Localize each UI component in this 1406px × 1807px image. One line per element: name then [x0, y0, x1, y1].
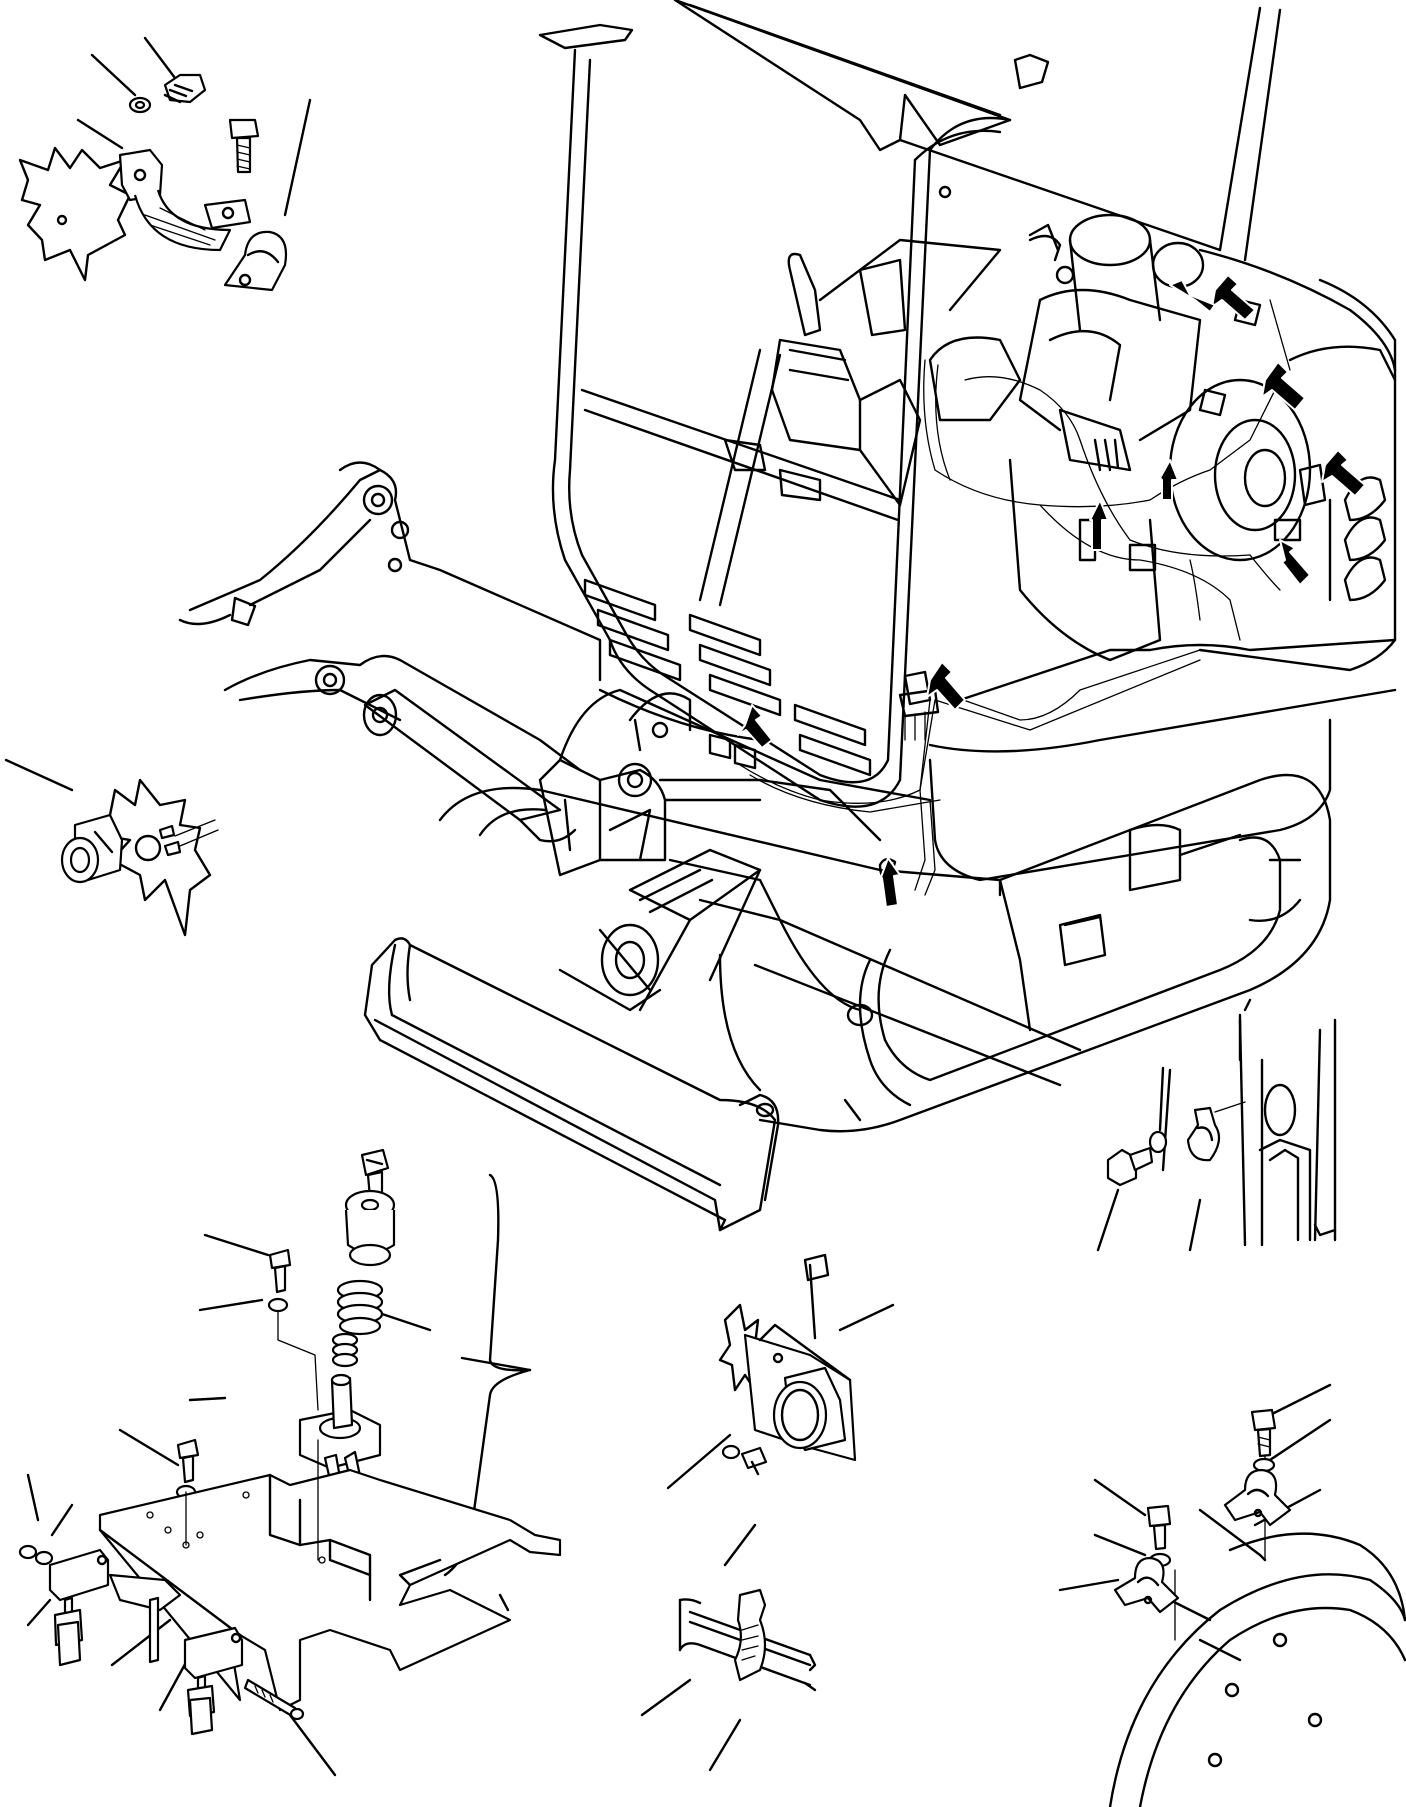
upper-structure [558, 248, 1397, 882]
switch-callout [4, 758, 219, 937]
horn-icon [743, 1323, 857, 1462]
solid-arrow-icon [1211, 274, 1256, 321]
washer-icon [128, 96, 152, 114]
switch-icon [60, 813, 124, 884]
spring-icon [331, 1279, 384, 1368]
ground-strap-callout [18, 36, 312, 292]
engine-assembly [928, 213, 1312, 662]
solid-arrow-icon [1159, 459, 1179, 501]
clamp-icon [1186, 1106, 1221, 1162]
horn-callout [666, 1253, 895, 1567]
solid-arrow-icon [1169, 279, 1216, 313]
bolt-icon [163, 73, 207, 104]
undercarriage [438, 773, 1332, 1133]
bolt-icon [1106, 1146, 1154, 1187]
clamp-icon [1113, 1556, 1180, 1614]
ground-strap-icon [118, 148, 252, 252]
blade-cylinder [558, 848, 762, 1012]
solid-arrow-icon [926, 661, 966, 711]
solid-arrow-icon [879, 857, 901, 908]
clamp-icon [223, 230, 288, 292]
boom-arm [178, 461, 602, 843]
canopy-frame [538, 0, 1282, 808]
swing-bracket [538, 692, 882, 877]
harness-connectors [708, 298, 1327, 882]
cable-tie-callout [640, 1588, 817, 1772]
operator-console [723, 238, 1002, 507]
solid-arrow-icon [1089, 499, 1109, 551]
front-grille [583, 578, 872, 777]
clamp-callout-upper-right [1096, 998, 1337, 1252]
solid-arrow-icon [1279, 539, 1311, 586]
relay-icon [18, 1544, 110, 1667]
bolt-icon [1146, 1504, 1172, 1551]
bolt-icon [228, 118, 260, 174]
solid-arrow-icon [737, 704, 773, 749]
rubber-grommet-icon [344, 1189, 396, 1267]
cable-tie-icon [733, 1588, 767, 1682]
lever-switch-callout [18, 1148, 562, 1777]
mounting-plate [98, 1439, 562, 1712]
indicator-arrows [737, 274, 1366, 908]
solid-arrow-icon [1321, 449, 1366, 497]
excavator-machine [178, 0, 1397, 1232]
bolt-icon [1250, 1408, 1277, 1458]
solid-arrow-icon [1261, 361, 1306, 411]
relay-icon [108, 1573, 244, 1736]
dozer-blade [363, 937, 780, 1232]
switch-icon [298, 1373, 382, 1482]
clamp-callout-lower-right [1058, 1383, 1406, 1807]
clamp-icon [1223, 1468, 1292, 1527]
